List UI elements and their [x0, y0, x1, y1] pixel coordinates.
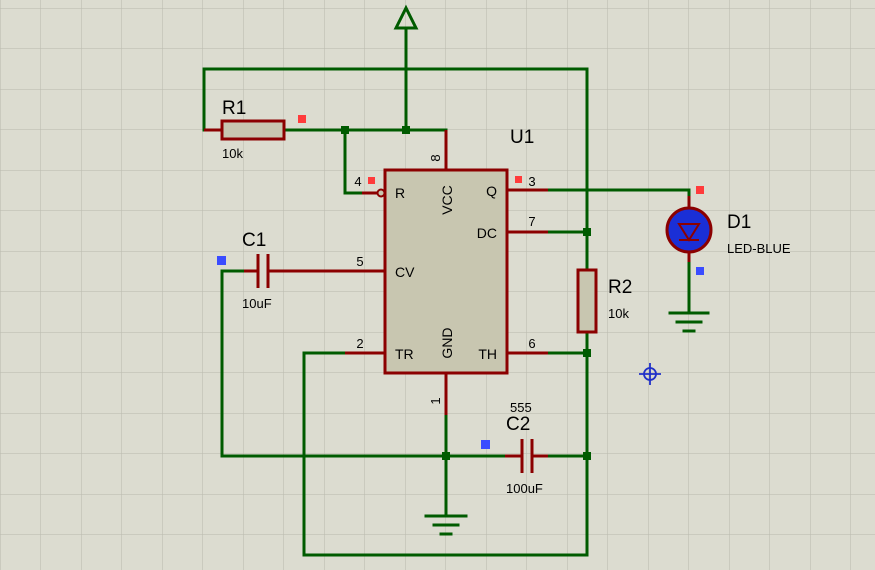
resistor-icon: [576, 268, 598, 334]
d1-reference: D1: [727, 212, 751, 233]
junction-dot: [402, 126, 410, 134]
reset-inversion-bubble: [376, 188, 386, 198]
timer-ic-reference: U1: [510, 127, 534, 148]
probe-markers: [217, 115, 704, 449]
led-diode-icon: [677, 223, 701, 242]
wire-r1-top-loop[interactable]: [202, 67, 589, 232]
pin-name-th: TH: [478, 346, 497, 362]
marker-red[interactable]: [515, 176, 522, 183]
pin-name-cv: CV: [395, 264, 415, 280]
junction-dot: [442, 452, 450, 460]
junctions: [341, 126, 591, 460]
wires: [202, 28, 691, 557]
wire-c1-ground[interactable]: [220, 269, 522, 458]
r1-reference: R1: [222, 98, 246, 119]
marker-blue[interactable]: [217, 256, 226, 265]
pin-number-cv: 5: [356, 254, 363, 269]
timer-ic-u1[interactable]: 8 4 3 7 5 2 6 1 R VCC Q DC CV TR GND TH …: [345, 127, 548, 415]
resistor-r2[interactable]: R2 10k: [576, 268, 632, 334]
power-terminal-icon[interactable]: [393, 4, 419, 30]
r1-value: 10k: [222, 146, 243, 161]
marker-red[interactable]: [696, 186, 704, 194]
d1-value: LED-BLUE: [727, 241, 791, 256]
pin-name-gnd: GND: [439, 327, 455, 358]
pin-number-th: 6: [528, 336, 535, 351]
capacitor-c1[interactable]: C1 10uF: [242, 230, 345, 311]
resistor-icon: [220, 119, 286, 141]
junction-dot: [341, 126, 349, 134]
c1-value: 10uF: [242, 296, 272, 311]
junction-dot: [583, 228, 591, 236]
marker-blue[interactable]: [481, 440, 490, 449]
timer-ic-part: 555: [510, 400, 532, 415]
wire-vcc-to-reset[interactable]: [343, 128, 364, 195]
r2-reference: R2: [608, 277, 632, 298]
pin-number-dc: 7: [528, 214, 535, 229]
pin-name-tr: TR: [395, 346, 414, 362]
junction-dot: [583, 349, 591, 357]
ground-icon[interactable]: [424, 514, 468, 536]
led-body-icon: [665, 206, 713, 254]
pin-number-gnd: 1: [428, 397, 443, 404]
led-d1[interactable]: D1 LED-BLUE: [665, 196, 791, 262]
pin-name-vcc: VCC: [439, 185, 455, 215]
resistor-r1[interactable]: R1 10k: [204, 98, 286, 161]
c2-value: 100uF: [506, 481, 543, 496]
pin-name-q: Q: [486, 183, 497, 199]
c1-reference: C1: [242, 230, 266, 251]
pin-name-dc: DC: [477, 225, 497, 241]
r2-value: 10k: [608, 306, 629, 321]
c2-reference: C2: [506, 414, 530, 435]
timer-ic-body: [383, 168, 509, 375]
marker-red[interactable]: [298, 115, 306, 123]
pin-number-reset: 4: [354, 174, 361, 189]
capacitor-c2[interactable]: C2 100uF: [505, 414, 548, 496]
marker-red[interactable]: [368, 177, 375, 184]
crosshair-cursor-icon: [639, 363, 661, 385]
pin-name-reset: R: [395, 185, 405, 201]
ground-icon[interactable]: [668, 311, 710, 333]
pin-number-tr: 2: [356, 336, 363, 351]
junction-dot: [583, 452, 591, 460]
marker-blue[interactable]: [696, 267, 704, 275]
pin-number-q: 3: [528, 174, 535, 189]
wire-bottom-loop[interactable]: [302, 351, 589, 557]
pin-number-vcc: 8: [428, 154, 443, 161]
